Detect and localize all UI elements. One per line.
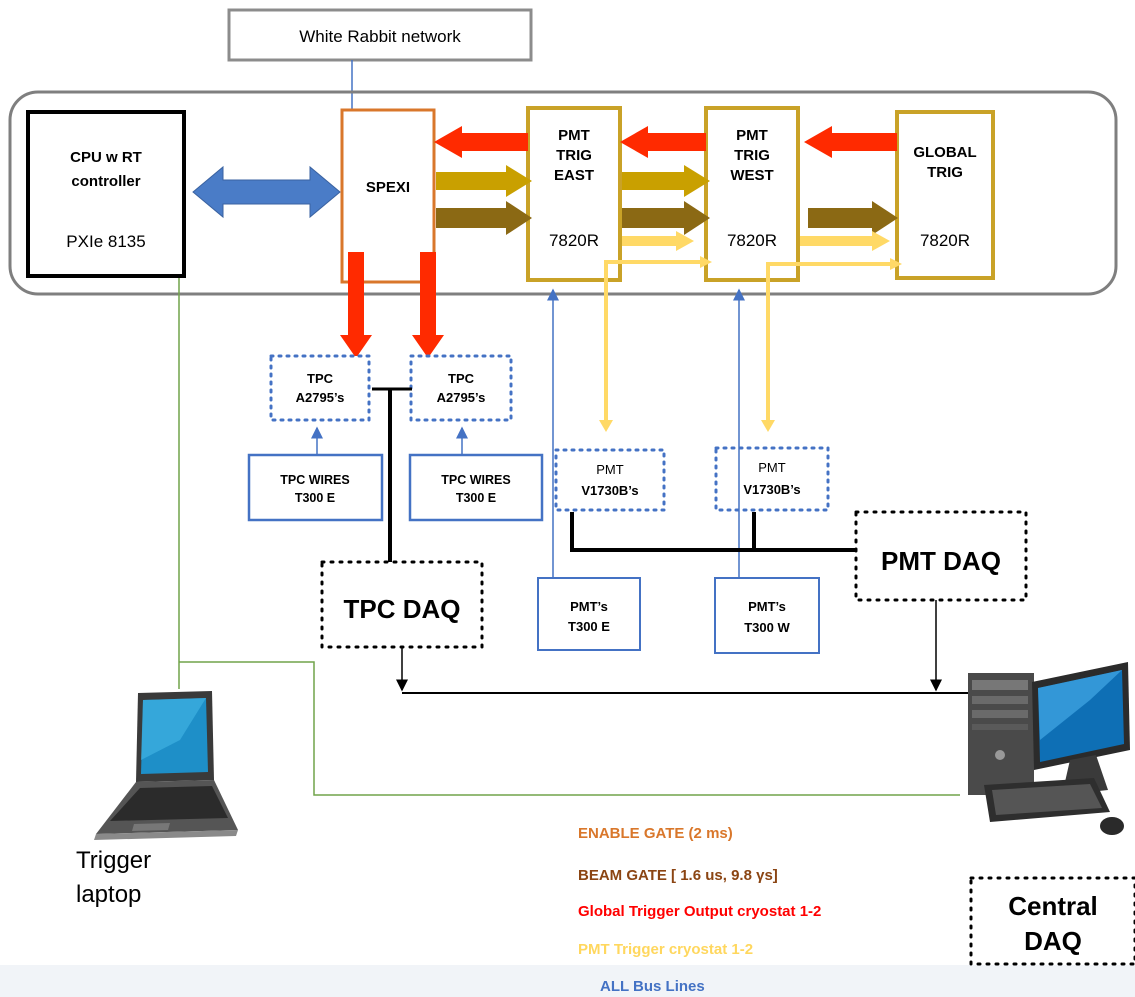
pxi-crate: [8, 90, 1118, 296]
pmts-east-line2: T300 E: [568, 619, 610, 634]
cpu-line3: PXIe 8135: [66, 232, 145, 251]
legend-enable-gate: ENABLE GATE (2 ms): [578, 825, 733, 842]
global-trigger-arrow-to-spexi: [434, 126, 528, 158]
network-label: White Rabbit network: [299, 27, 461, 46]
trigger-laptop-line2: laptop: [76, 881, 141, 908]
pmt-daq-box: PMT DAQ: [854, 510, 1028, 602]
tpc-wires-right-line1: TPC WIRES: [441, 473, 510, 487]
pmts-east-line1: PMT’s: [570, 599, 608, 614]
pmt-trig-east-line4: 7820R: [549, 231, 599, 250]
white-rabbit-network: White Rabbit network: [227, 8, 533, 62]
pmts-west-line1: PMT’s: [748, 599, 786, 614]
tpc-a2795-right-line2: A2795’s: [437, 390, 486, 405]
pmt-trig-east-line2: TRIG: [556, 147, 592, 164]
pmt-trig-west-line3: WEST: [730, 167, 773, 184]
pmt-trigger-head-right: [890, 258, 902, 270]
tpc-wires-left-line1: TPC WIRES: [280, 473, 349, 487]
beam-gate-arrow-2: [622, 201, 710, 235]
pmt-trig-west-line1: PMT: [736, 127, 768, 144]
beam-gate-arrow-3: [808, 201, 898, 235]
legend-beam-gate: BEAM GATE [ 1.6 us, 9.8 γs]: [578, 867, 778, 884]
pmt-v1730-left: PMT V1730B’s: [554, 448, 666, 512]
pmt-trig-west-line2: TRIG: [734, 147, 770, 164]
global-trigger-arrow-to-east: [620, 126, 706, 158]
pmt-daq-label: PMT DAQ: [881, 546, 1001, 576]
tpc-a2795-right-line1: TPC: [448, 371, 475, 386]
enable-gate-arrow-2: [622, 165, 710, 197]
pmt-trig-west-line4: 7820R: [727, 231, 777, 250]
bus-double-arrow: [192, 165, 341, 219]
spexi-label: SPEXI: [366, 179, 410, 196]
tpc-wires-left: TPC WIRES T300 E: [247, 453, 384, 522]
spexi-box: SPEXI: [340, 108, 436, 284]
cpu-line2: controller: [71, 173, 140, 190]
enable-gate-arrow-1: [436, 165, 532, 197]
pmt-trigger-head-left: [700, 256, 712, 268]
pmt-v1730-right-line1: PMT: [758, 460, 786, 475]
tpc-wires-left-line2: T300 E: [295, 491, 335, 505]
tpc-wires-right: TPC WIRES T300 E: [408, 453, 544, 522]
red-arrow-down-left: [340, 252, 372, 358]
bottom-strip: [0, 965, 1135, 997]
pmts-east-box: PMT’s T300 E: [537, 577, 641, 651]
cpu-line1: CPU w RT: [70, 149, 142, 166]
tpc-a2795-left-line1: TPC: [307, 371, 334, 386]
beam-gate-arrow-1: [436, 201, 532, 235]
global-trig-box: GLOBAL TRIG 7820R: [895, 110, 995, 280]
laptop-link-route: [179, 661, 960, 796]
legend-global-trigger: Global Trigger Output cryostat 1-2: [578, 903, 821, 920]
tpc-wires-right-line2: T300 E: [456, 491, 496, 505]
pmt-trigger-line-left: [604, 260, 700, 422]
global-trigger-arrow-to-west: [804, 126, 897, 158]
cpu-controller-box: CPU w RT controller PXIe 8135: [26, 110, 186, 278]
tpc-a2795-left: TPC A2795’s: [269, 354, 371, 422]
tpc-daq-box: TPC DAQ: [320, 560, 484, 649]
pmt-bus: [570, 512, 862, 552]
pmts-west-box: PMT’s T300 W: [714, 577, 820, 654]
central-daq-line1: Central: [1008, 891, 1098, 921]
pmt-trig-east-line1: PMT: [558, 127, 590, 144]
pmts-west-line2: T300 W: [744, 620, 790, 635]
pmt-trigger-head-down-left: [599, 420, 613, 432]
global-trig-line2: TRIG: [927, 164, 963, 181]
pmt-v1730-right-line2: V1730B’s: [743, 482, 800, 497]
pmt-v1730-right: PMT V1730B’s: [714, 446, 830, 512]
pmt-trig-west-box: PMT TRIG WEST 7820R: [704, 106, 800, 282]
central-daq-line2: DAQ: [1024, 926, 1082, 956]
tpc-a2795-right: TPC A2795’s: [409, 354, 513, 422]
trigger-laptop-line1: Trigger: [76, 847, 151, 874]
global-trig-line1: GLOBAL: [913, 144, 976, 161]
legend: ENABLE GATE (2 ms) BEAM GATE [ 1.6 us, 9…: [578, 825, 821, 995]
pmt-trigger-arrow-east: [622, 231, 694, 251]
desktop-computer-icon: [968, 662, 1130, 835]
red-arrow-down-right: [412, 252, 444, 358]
pmt-trigger-head-down-right: [761, 420, 775, 432]
legend-bus-lines: ALL Bus Lines: [600, 978, 705, 995]
pmt-trig-east-line3: EAST: [554, 167, 594, 184]
laptop-icon: [94, 691, 238, 840]
global-trig-line3: 7820R: [920, 231, 970, 250]
legend-pmt-trigger: PMT Trigger cryostat 1-2: [578, 941, 753, 958]
tpc-a2795-left-line2: A2795’s: [296, 390, 345, 405]
pmt-trigger-line-right: [766, 262, 892, 422]
pmt-trig-east-box: PMT TRIG EAST 7820R: [526, 106, 622, 282]
pmt-v1730-left-line2: V1730B’s: [581, 483, 638, 498]
tpc-daq-label: TPC DAQ: [344, 594, 461, 624]
pmt-trigger-arrow-west-a: [800, 231, 890, 251]
central-daq-box: Central DAQ: [969, 876, 1135, 966]
pmt-v1730-left-line1: PMT: [596, 462, 624, 477]
